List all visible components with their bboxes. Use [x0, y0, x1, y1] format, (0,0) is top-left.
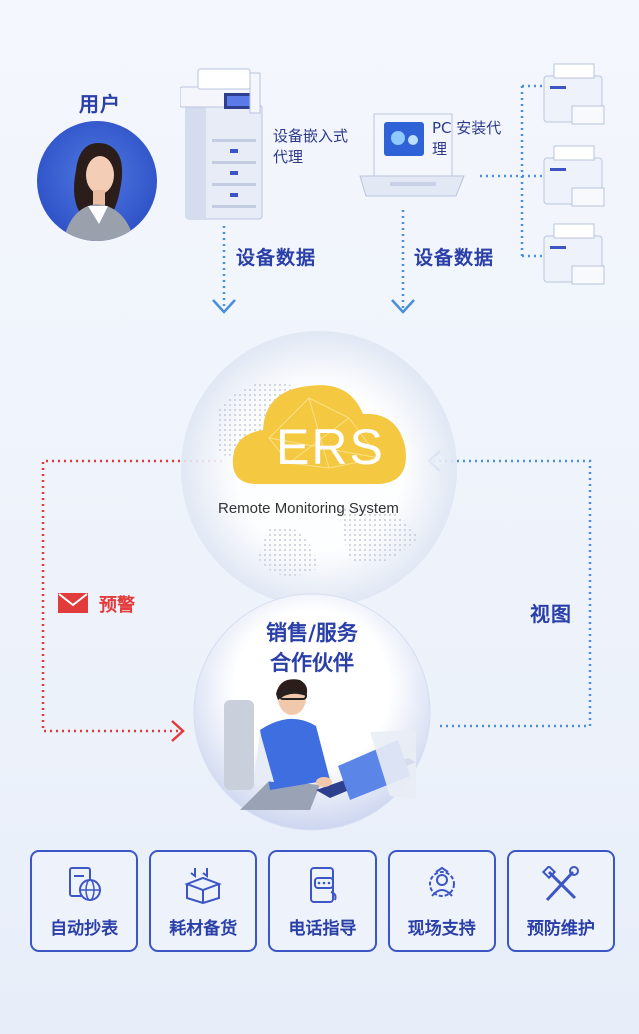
onsite-engineer-icon — [428, 866, 455, 897]
user-avatar-icon — [37, 121, 157, 241]
service-label: 耗材备货 — [169, 919, 238, 939]
alert-label: 预警 — [99, 595, 135, 616]
device-data-label-left: 设备数据 — [236, 247, 317, 269]
device-agent-label: 设备嵌入式代理 — [273, 127, 349, 166]
printer-icon — [543, 223, 605, 285]
user-label: 用户 — [79, 92, 121, 116]
support-agent-icon — [224, 679, 416, 810]
service-label: 现场支持 — [407, 919, 476, 939]
maintenance-tools-icon — [541, 866, 579, 902]
service-label: 预防维护 — [526, 919, 595, 939]
ers-subtitle: Remote Monitoring System — [218, 500, 399, 517]
printer-icon — [543, 63, 605, 125]
service-phone-guide[interactable]: 电话指导 — [268, 850, 377, 952]
printer-icon — [543, 145, 605, 207]
service-label: 电话指导 — [288, 919, 357, 939]
multifunction-printer-icon — [180, 68, 263, 220]
view-label: 视图 — [530, 602, 572, 626]
pc-agent-label: PC 安装代理 — [432, 119, 502, 158]
partner-title: 销售/服务 合作伙伴 — [232, 618, 392, 678]
service-tiles: 自动抄表 耗材备货 电话指导 现场支持 — [30, 850, 616, 952]
service-meter-reading[interactable]: 自动抄表 — [30, 850, 139, 952]
laptop-agent-icon — [359, 113, 465, 197]
service-onsite[interactable]: 现场支持 — [387, 850, 496, 952]
device-data-label-right: 设备数据 — [414, 247, 495, 269]
phone-guide-icon — [309, 867, 336, 903]
partner-title-line1: 销售/服务 — [266, 621, 358, 645]
service-supplies[interactable]: 耗材备货 — [149, 850, 258, 952]
mail-icon — [58, 593, 88, 613]
service-label: 自动抄表 — [50, 919, 119, 939]
cloud-icon — [232, 385, 406, 484]
supplies-box-icon — [184, 868, 223, 904]
meter-reading-icon — [69, 867, 102, 901]
service-maintenance[interactable]: 预防维护 — [506, 850, 616, 952]
ers-title: ERS — [276, 419, 385, 475]
partner-title-line2: 合作伙伴 — [270, 651, 354, 675]
